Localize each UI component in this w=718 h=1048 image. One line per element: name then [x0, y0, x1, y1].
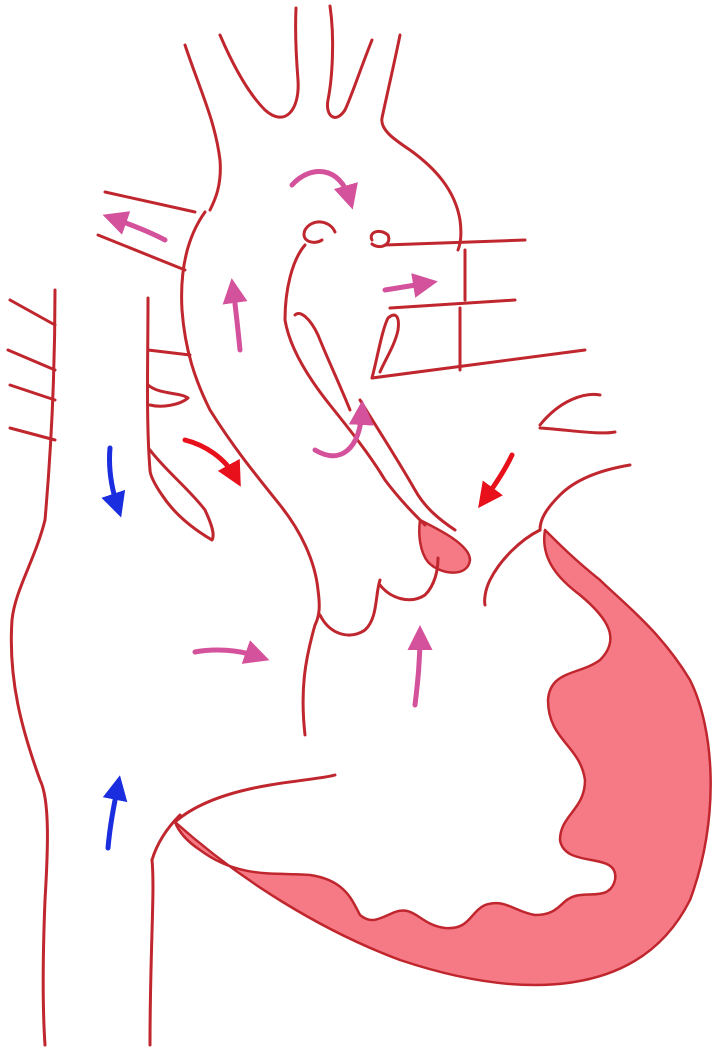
aortic-arch-inner-loop — [304, 222, 335, 242]
arrow-pulmonary — [385, 283, 428, 290]
left-subclavian-outline — [382, 35, 461, 250]
arrow-blue-svc — [109, 448, 118, 508]
pulmonary-branch-b — [372, 350, 585, 378]
left-atrium-outline — [540, 465, 630, 530]
svc-right-wall — [148, 298, 153, 1045]
pulmonary-vessel-loop — [372, 315, 398, 378]
right-atrium-vein-stub-2 — [8, 350, 55, 370]
ascending-aorta-right-wall — [182, 212, 320, 625]
atrium-bottom-lobe-1 — [320, 580, 380, 635]
arrow-arch-top — [292, 171, 350, 200]
arrow-red-left-atrium — [484, 455, 512, 500]
right-atrium-vein-stub-4 — [10, 428, 55, 440]
right-atrium-vein-stub-3 — [10, 385, 55, 400]
atrial-septum-lower — [303, 625, 315, 735]
brachiocephalic-inner-outline — [220, 8, 298, 117]
septum-fill — [419, 520, 470, 573]
pulmonary-vein-upper — [540, 394, 615, 433]
ventricle-inner-top — [175, 775, 335, 822]
svc-left-wall — [11, 290, 55, 1045]
flow-arrows — [108, 171, 512, 848]
left-carotid-outline — [327, 6, 372, 117]
mitral-region-outline — [485, 530, 540, 605]
brachiocephalic-trunk-outline — [185, 45, 220, 210]
pulmonary-vein-right-1 — [148, 350, 190, 406]
arrow-red-atrium — [185, 440, 236, 478]
right-vessel-lower — [98, 235, 185, 270]
pulmonary-valve-loop — [371, 231, 389, 246]
ventricle-wall — [175, 530, 711, 985]
arrow-branch-left — [112, 218, 165, 240]
arrow-ascending-aorta — [233, 288, 240, 350]
pulmonary-branch-a — [390, 300, 515, 308]
right-atrium-vein-stub-1 — [10, 300, 55, 325]
pulmonary-vein-right-2 — [150, 450, 213, 540]
right-vessel-upper — [105, 192, 195, 212]
arrow-blue-ivc — [108, 785, 118, 848]
arrow-right-atrium — [195, 650, 260, 657]
arrow-ventricle-up — [415, 635, 420, 705]
pulmonary-branch-inner — [460, 250, 465, 370]
pulmonary-artery-top — [385, 240, 525, 245]
